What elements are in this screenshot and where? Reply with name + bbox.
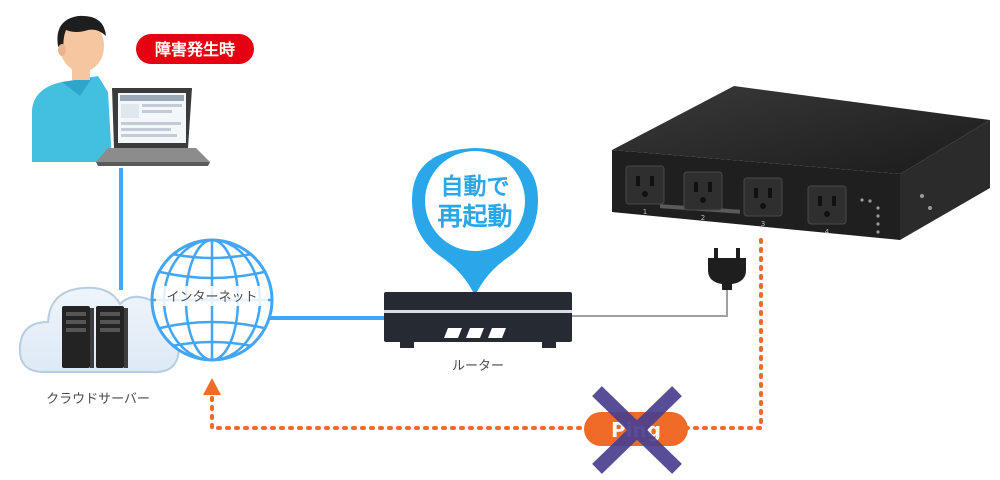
reboot-device: 1 2 3 4 bbox=[612, 86, 990, 240]
user-head bbox=[60, 20, 104, 72]
pin-label-line2: 再起動 bbox=[437, 202, 512, 231]
outlet-number: 3 bbox=[761, 220, 765, 228]
device-top bbox=[612, 86, 990, 174]
failure-badge: 障害発生時 bbox=[136, 34, 254, 64]
router: ルーター bbox=[384, 292, 572, 374]
ping-arrow-head bbox=[203, 378, 221, 395]
outlet-number: 1 bbox=[643, 208, 647, 216]
device-indicator-lights bbox=[860, 194, 932, 234]
pin-label-line1: 自動で bbox=[441, 173, 510, 200]
router-to-plug-line bbox=[572, 285, 728, 317]
router-body bbox=[384, 292, 572, 342]
outlet-number: 2 bbox=[701, 214, 705, 222]
outlet: 1 bbox=[625, 165, 665, 216]
server-rack-right bbox=[96, 306, 128, 368]
outlet-number: 4 bbox=[825, 228, 830, 236]
internet-label: インターネット bbox=[166, 290, 257, 305]
auto-restart-pin: 自動で 再起動 bbox=[412, 148, 538, 296]
ping-blocked-badge: Ping bbox=[584, 386, 688, 474]
server-rack-left bbox=[62, 306, 94, 368]
device-side bbox=[900, 120, 990, 240]
cloud-server-label: クラウドサーバー bbox=[46, 392, 150, 407]
user-hair bbox=[57, 15, 106, 55]
user-body bbox=[32, 76, 112, 162]
cross-mark-icon bbox=[592, 386, 682, 474]
failure-badge-label: 障害発生時 bbox=[155, 40, 235, 59]
router-label: ルーター bbox=[452, 359, 504, 374]
laptop-base bbox=[96, 148, 210, 162]
outlet: 4 bbox=[807, 185, 847, 236]
outlet: 3 bbox=[743, 177, 783, 228]
outlet: 2 bbox=[683, 171, 723, 222]
device-outlets: 1 2 3 4 bbox=[625, 165, 847, 236]
ping-dotted-line bbox=[210, 238, 763, 430]
cloud-server: クラウドサーバー bbox=[18, 286, 180, 407]
ping-path bbox=[203, 238, 763, 430]
power-plug-icon bbox=[708, 248, 746, 290]
user-with-laptop bbox=[32, 15, 210, 166]
